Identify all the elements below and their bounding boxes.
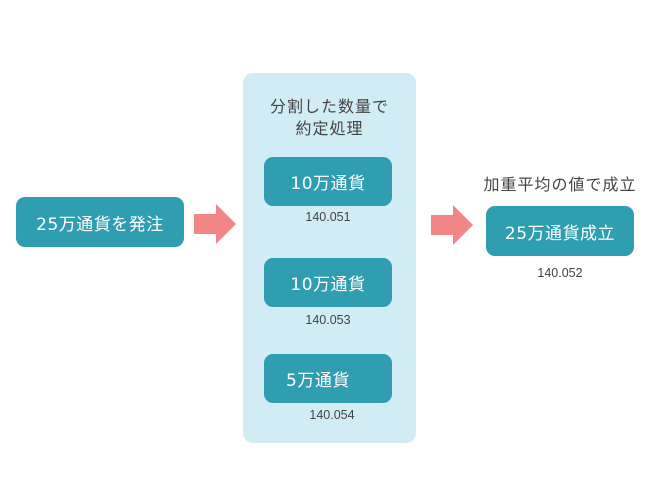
fill-label: 10万通貨 xyxy=(290,174,366,194)
fill-label: 5万通貨 xyxy=(286,371,350,391)
split-caption: 分割した数量で 約定処理 xyxy=(243,96,416,140)
fill-label: 10万通貨 xyxy=(290,275,366,295)
fill-price: 140.054 xyxy=(309,408,355,422)
fill-box: 10万通貨 xyxy=(264,258,392,307)
arrow-right-icon xyxy=(431,205,473,245)
split-caption-line1: 分割した数量で xyxy=(269,97,389,116)
result-label: 25万通貨成立 xyxy=(504,223,616,244)
order-box: 25万通貨を発注 xyxy=(16,197,184,247)
result-box: 25万通貨成立 xyxy=(486,206,634,256)
arrow-right-icon xyxy=(194,204,236,244)
result-caption: 加重平均の値で成立 xyxy=(483,175,637,194)
fill-box: 10万通貨 xyxy=(264,157,392,206)
order-label: 25万通貨を発注 xyxy=(36,214,164,235)
fill-box: 5万通貨 xyxy=(264,354,392,403)
fill-price: 140.053 xyxy=(305,313,351,327)
fill-price: 140.051 xyxy=(305,210,351,224)
split-caption-line2: 約定処理 xyxy=(295,119,364,138)
result-price: 140.052 xyxy=(537,266,583,280)
